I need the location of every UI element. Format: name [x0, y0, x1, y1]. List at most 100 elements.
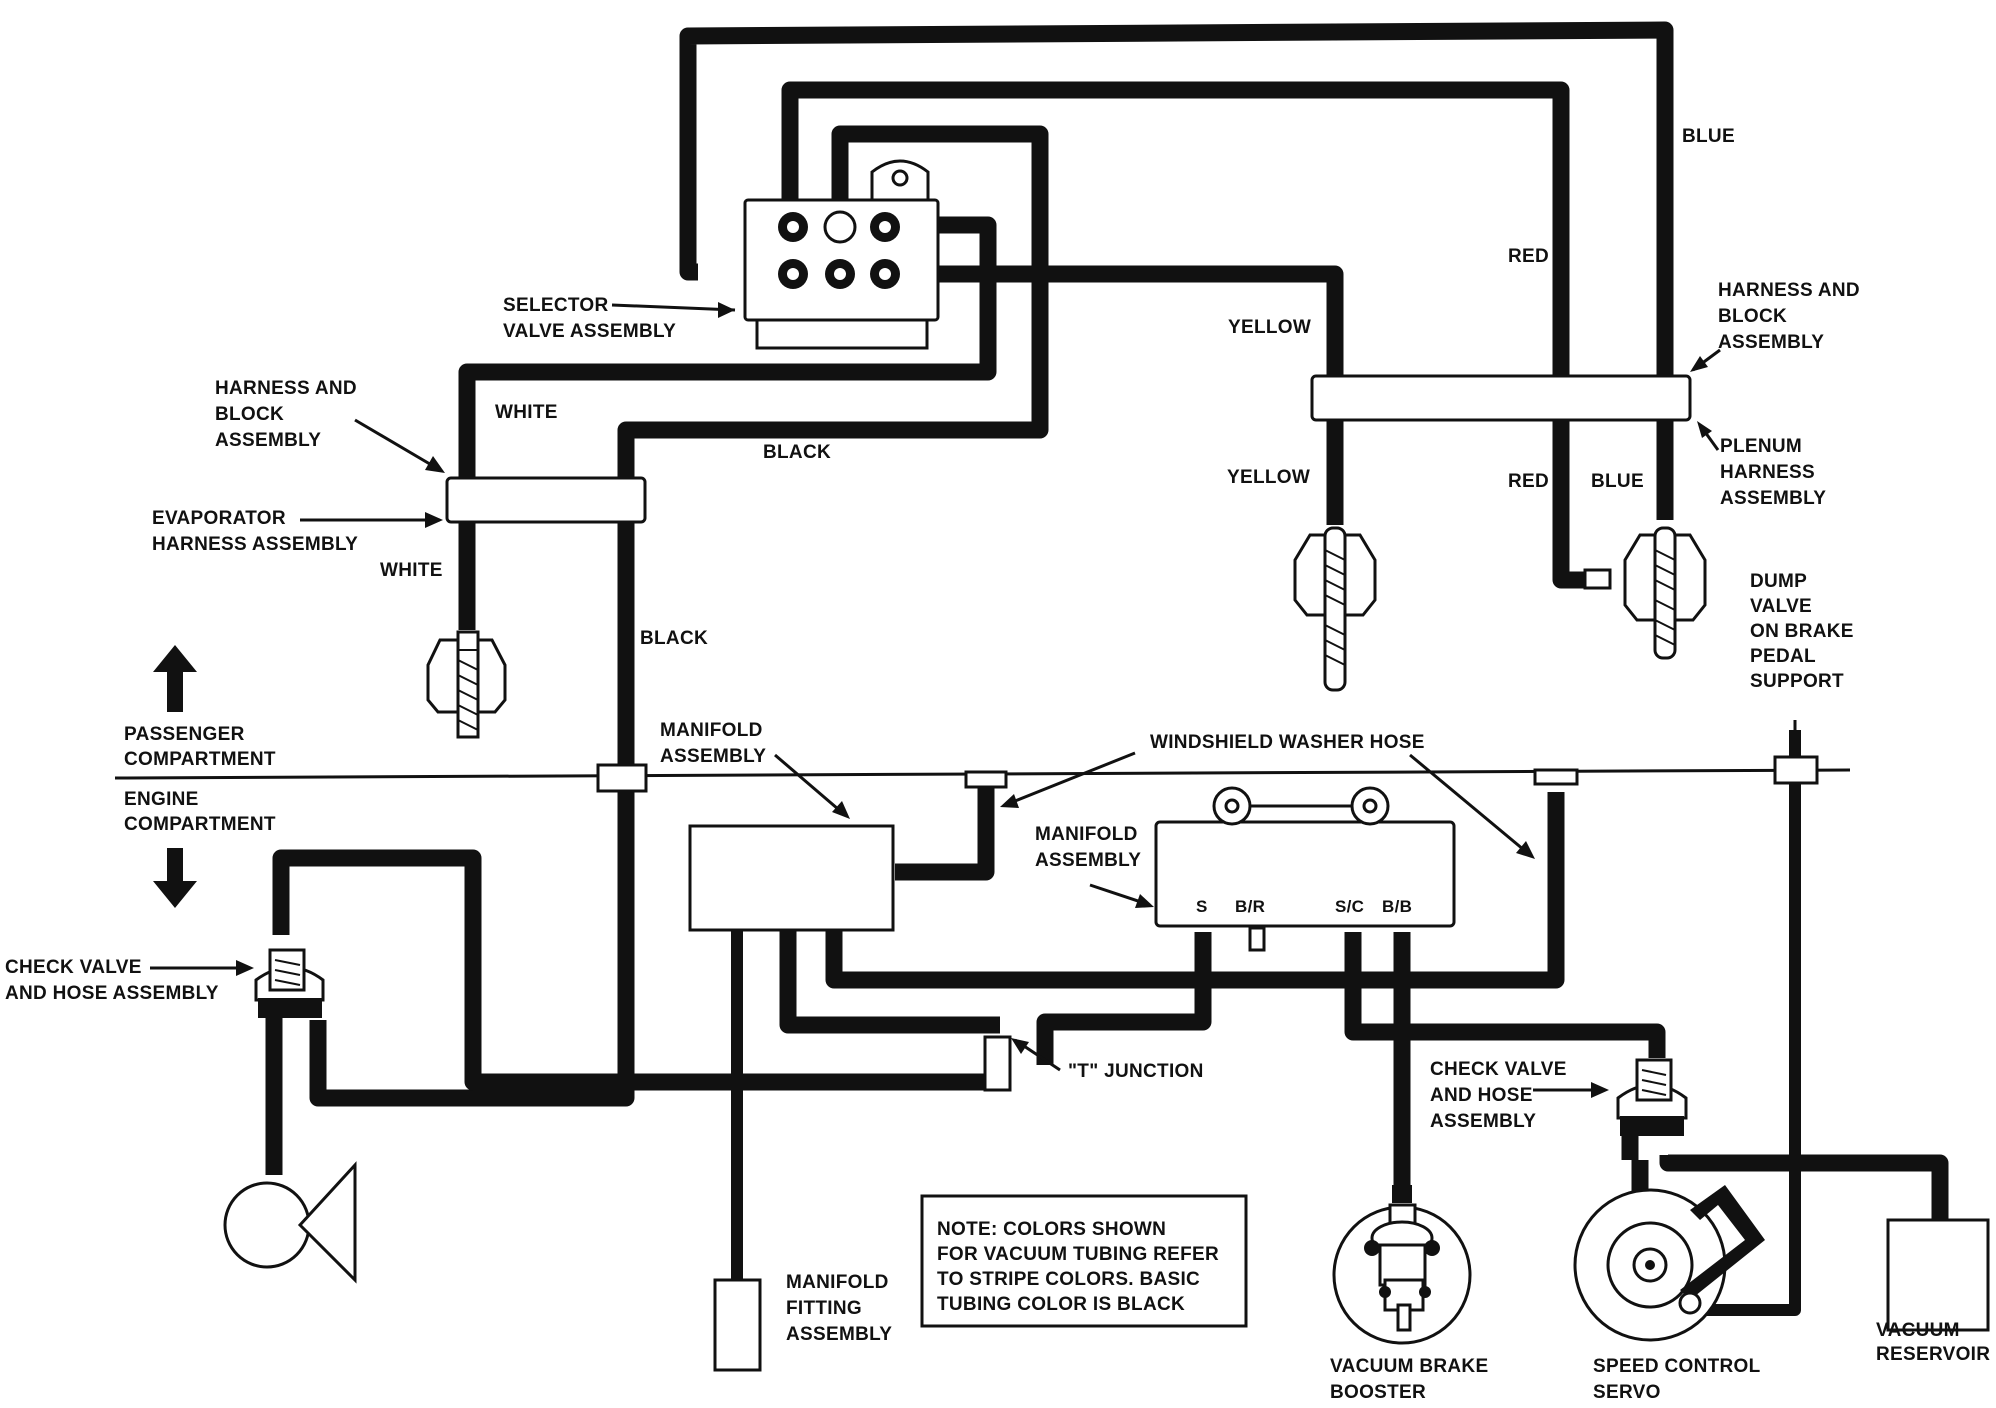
svg-text:PLENUM: PLENUM — [1720, 436, 1802, 457]
svg-text:AND HOSE ASSEMBLY: AND HOSE ASSEMBLY — [5, 983, 219, 1004]
blue-hose — [679, 21, 1674, 520]
svg-text:ASSEMBLY: ASSEMBLY — [660, 746, 766, 767]
label-red-lower: RED — [1508, 471, 1549, 492]
label-manifold-right: MANIFOLD ASSEMBLY — [1035, 824, 1141, 871]
svg-text:MANIFOLD: MANIFOLD — [660, 720, 763, 741]
manifold-fitting — [713, 1278, 762, 1372]
label-engine: ENGINE COMPARTMENT — [124, 789, 276, 835]
firewall-connector-right — [1533, 768, 1579, 786]
label-harness-right: HARNESS AND BLOCK ASSEMBLY — [1718, 280, 1860, 353]
svg-text:CHECK VALVE: CHECK VALVE — [1430, 1059, 1567, 1080]
sc-port-hose — [1344, 932, 1666, 1058]
port-bb: B/B — [1382, 897, 1412, 916]
svg-text:AND HOSE: AND HOSE — [1430, 1085, 1533, 1106]
svg-text:ASSEMBLY: ASSEMBLY — [1720, 488, 1826, 509]
label-plenum: PLENUM HARNESS ASSEMBLY — [1720, 436, 1826, 509]
check-valve-hose — [272, 849, 1010, 1091]
label-blue-upper: BLUE — [1682, 126, 1735, 147]
label-passenger: PASSENGER COMPARTMENT — [124, 724, 276, 770]
t-junction — [983, 1035, 1012, 1092]
label-black-upper: BLACK — [763, 442, 831, 463]
svg-text:ASSEMBLY: ASSEMBLY — [1430, 1111, 1536, 1132]
label-red-upper: RED — [1508, 246, 1549, 267]
svg-text:VALVE ASSEMBLY: VALVE ASSEMBLY — [503, 321, 676, 342]
note-box — [920, 1194, 1248, 1328]
svg-text:COMPARTMENT: COMPARTMENT — [124, 814, 276, 835]
svg-text:HARNESS ASSEMBLY: HARNESS ASSEMBLY — [152, 534, 358, 555]
horn-actuator — [223, 1161, 357, 1284]
label-manifold-left: MANIFOLD ASSEMBLY — [660, 720, 766, 767]
label-dump-valve: DUMP VALVE ON BRAKE PEDAL SUPPORT — [1750, 571, 1854, 692]
evaporator-harness-block — [445, 476, 647, 524]
manifold-assembly-right — [1154, 820, 1456, 928]
blue-vacuum-motor — [1583, 526, 1707, 660]
svg-text:COMPARTMENT: COMPARTMENT — [124, 749, 276, 770]
s-port-hose — [1036, 932, 1212, 1065]
svg-text:VACUUM: VACUUM — [1876, 1320, 1960, 1341]
firewall-connector-black — [596, 763, 648, 793]
plenum-harness-block — [1310, 374, 1692, 422]
svg-text:SPEED CONTROL: SPEED CONTROL — [1593, 1356, 1761, 1377]
svg-text:BLOCK: BLOCK — [1718, 306, 1787, 327]
dump-valve-connector — [1773, 755, 1819, 785]
label-blue-lower: BLUE — [1591, 471, 1644, 492]
svg-text:HARNESS AND: HARNESS AND — [215, 378, 357, 399]
check-valve-right — [1616, 1058, 1688, 1160]
vacuum-brake-booster — [1332, 1185, 1472, 1345]
black-loop-hose — [309, 125, 1049, 1107]
svg-text:PEDAL: PEDAL — [1750, 646, 1816, 667]
up-arrow-icon — [153, 645, 197, 712]
speed-control-servo — [1573, 1185, 1765, 1342]
svg-text:SELECTOR: SELECTOR — [503, 295, 609, 316]
selector-valve — [743, 159, 940, 350]
t-junction-hose — [779, 930, 1000, 1034]
svg-text:MANIFOLD: MANIFOLD — [786, 1272, 889, 1293]
leader-arrows — [150, 302, 1721, 1098]
label-white-upper: WHITE — [495, 402, 558, 423]
white-hose — [458, 216, 997, 630]
svg-text:ENGINE: ENGINE — [124, 789, 199, 810]
svg-text:HARNESS: HARNESS — [1720, 462, 1815, 483]
port-sc: S/C — [1335, 897, 1364, 916]
svg-text:NOTE: COLORS SHOWN: NOTE: COLORS SHOWN — [937, 1219, 1166, 1240]
svg-text:TUBING COLOR IS BLACK: TUBING COLOR IS BLACK — [937, 1294, 1185, 1315]
label-black-lower: BLACK — [640, 628, 708, 649]
manifold-assembly-left — [688, 824, 895, 932]
vacuum-reservoir — [1886, 1218, 1990, 1332]
svg-text:PASSENGER: PASSENGER — [124, 724, 245, 745]
white-vacuum-motor — [426, 630, 507, 739]
port-br: B/R — [1235, 897, 1265, 916]
svg-text:DUMP: DUMP — [1750, 571, 1807, 592]
svg-text:VACUUM BRAKE: VACUUM BRAKE — [1330, 1356, 1488, 1377]
label-yellow-lower: YELLOW — [1227, 467, 1310, 488]
label-brake-booster: VACUUM BRAKE BOOSTER — [1330, 1356, 1488, 1403]
svg-text:ASSEMBLY: ASSEMBLY — [1035, 850, 1141, 871]
reservoir-hose — [1659, 1154, 1949, 1225]
svg-text:ON BRAKE: ON BRAKE — [1750, 621, 1854, 642]
down-arrow-icon — [153, 848, 197, 908]
svg-text:HARNESS AND: HARNESS AND — [1718, 280, 1860, 301]
svg-text:ASSEMBLY: ASSEMBLY — [1718, 332, 1824, 353]
check-valve-left — [254, 948, 325, 1018]
label-harness-left: HARNESS AND BLOCK ASSEMBLY — [215, 378, 357, 451]
dump-valve-line — [1700, 730, 1801, 1316]
svg-text:FOR VACUUM TUBING REFER: FOR VACUUM TUBING REFER — [937, 1244, 1219, 1265]
svg-text:TO STRIPE COLORS. BASIC: TO STRIPE COLORS. BASIC — [937, 1269, 1200, 1290]
firewall-connector-washer — [964, 770, 1008, 789]
svg-text:FITTING: FITTING — [786, 1298, 862, 1319]
svg-text:ASSEMBLY: ASSEMBLY — [215, 430, 321, 451]
red-hose — [781, 81, 1598, 589]
svg-text:VALVE: VALVE — [1750, 596, 1812, 617]
label-manifold-fitting: MANIFOLD FITTING ASSEMBLY — [786, 1272, 892, 1345]
svg-text:SUPPORT: SUPPORT — [1750, 671, 1844, 692]
washer-link-hose — [895, 788, 995, 881]
label-yellow-upper: YELLOW — [1228, 317, 1311, 338]
svg-text:ASSEMBLY: ASSEMBLY — [786, 1324, 892, 1345]
label-reservoir: VACUUM RESERVOIR — [1876, 1320, 1990, 1365]
svg-text:BLOCK: BLOCK — [215, 404, 284, 425]
svg-text:MANIFOLD: MANIFOLD — [1035, 824, 1138, 845]
svg-text:EVAPORATOR: EVAPORATOR — [152, 508, 286, 529]
label-evaporator: EVAPORATOR HARNESS ASSEMBLY — [152, 508, 358, 555]
svg-text:SERVO: SERVO — [1593, 1382, 1661, 1403]
